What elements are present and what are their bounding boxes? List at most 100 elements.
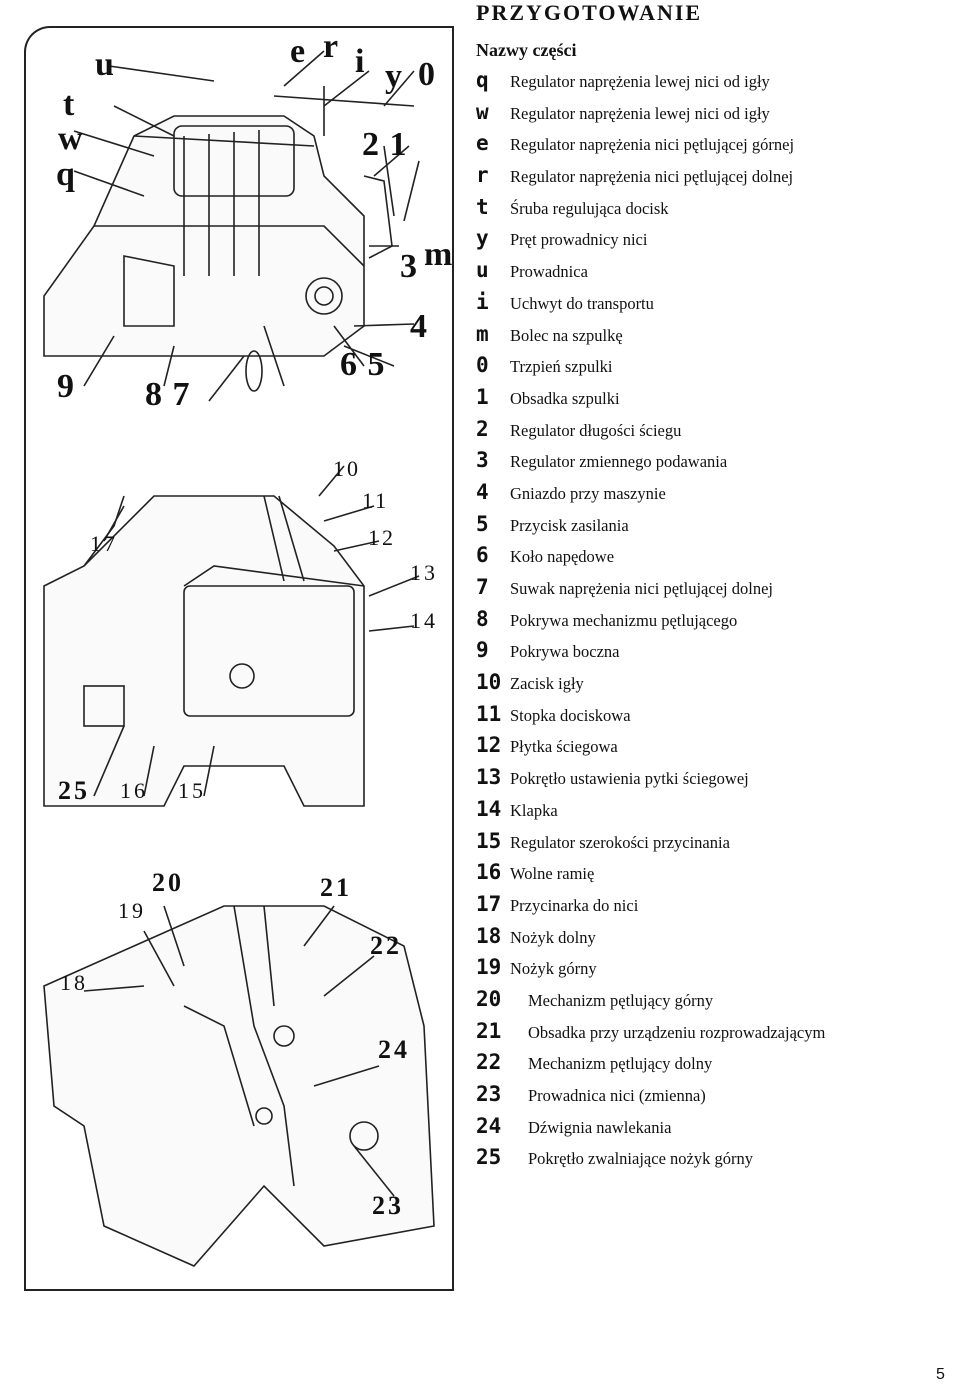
callout-y: y [385,58,403,95]
callout-20: 20 [152,868,184,897]
part-marker: 8 [476,606,489,631]
part-name: Regulator długości ściegu [510,420,682,440]
part-marker: 16 [476,860,502,885]
callout-4: 4 [410,308,428,345]
part-marker: 14 [476,796,502,821]
part-marker: 5 [476,511,489,536]
callout-14: 14 [410,608,438,633]
part-marker: 13 [476,765,502,790]
callout-12: 12 [368,525,396,550]
callout-r: r [323,28,340,65]
part-marker: w [476,99,489,124]
part-marker: 3 [476,448,489,473]
part-marker: 15 [476,828,502,853]
part-name: Prowadnica nici (zmienna) [528,1086,706,1105]
callout-22: 22 [370,931,402,960]
list-item: 12 Płytka ściegowa [476,733,956,765]
part-marker: 12 [476,733,502,758]
part-name: Nożyk górny [510,959,597,979]
part-name: Prowadnica [510,262,588,282]
part-marker: 23 [476,1082,502,1106]
list-item: 5 Przycisk zasilania [476,512,956,544]
part-name: Suwak naprężenia nici pętlującej dolnej [510,579,773,598]
part-name: Gniazdo przy maszynie [510,483,666,503]
part-name: Pokrywa boczna [510,642,620,662]
part-name: Nożyk dolny [510,927,596,947]
part-name: Obsadka przy urządzeniu rozprowadzającym [528,1022,826,1042]
list-item: 23 Prowadnica nici (zmienna) [476,1082,956,1114]
callout-w: w [58,120,84,157]
part-name: Pokrętło zwalniające nożyk górny [528,1149,753,1169]
part-name: Wolne ramię [510,864,595,884]
part-marker: 6 [476,543,489,568]
part-marker: 11 [476,701,502,726]
part-marker: 7 [476,575,489,599]
list-item: 8 Pokrywa mechanizmu pętlującego [476,607,956,639]
part-name: Płytka ściegowa [510,737,618,757]
part-name: Przycisk zasilania [510,515,629,535]
callout-19: 19 [118,898,146,923]
callout-0: 0 [418,56,436,93]
callout-21: 21 [320,873,352,902]
callout-q: q [56,156,76,193]
part-name: Przycinarka do nici [510,895,639,915]
callout-13: 13 [410,560,438,585]
part-marker: 4 [476,479,489,504]
callout-25: 25 [58,776,90,805]
part-marker: 10 [476,670,502,695]
part-name: Zacisk igły [510,674,584,694]
list-item: q Regulator naprężenia lewej nici od igły [476,68,956,100]
part-marker: e [476,131,489,156]
frame-right-rule [452,26,454,1291]
part-marker: 22 [476,1050,502,1075]
part-name: Regulator naprężenia lewej nici od igły [510,72,770,91]
part-name: Koło napędowe [510,547,615,567]
part-name: Bolec na szpulkę [510,325,623,345]
part-name: Regulator zmiennego podawania [510,452,728,472]
part-marker: 18 [476,923,502,948]
callout-t: t [63,86,76,123]
list-item: 2 Regulator długości ściegu [476,417,956,449]
part-marker: 17 [476,891,502,916]
part-marker: 20 [476,986,502,1011]
part-name: Pokrywa mechanizmu pętlującego [510,610,738,630]
part-name: Mechanizm pętlujący dolny [528,1054,713,1074]
part-marker: 2 [476,416,489,441]
list-item: 6 Koło napędowe [476,543,956,575]
callout-u: u [95,46,115,83]
callout-6-5: 6 5 [340,346,386,383]
part-marker: q [476,68,489,92]
part-marker: y [476,226,489,251]
part-marker: 1 [476,384,489,409]
list-item: 3 Regulator zmiennego podawania [476,448,956,480]
list-item: 7 Suwak naprężenia nici pętlującej dolnej [476,575,956,607]
part-name: Regulator naprężenia lewej nici od igły [510,103,770,123]
part-marker: u [476,258,489,283]
callout-3: 3 [400,248,418,285]
section-heading: PRZYGOTOWANIE [476,0,703,25]
list-item: 25 Pokrętło zwalniające nożyk górny [476,1145,956,1177]
list-item: 18 Nożyk dolny [476,924,956,956]
list-item: 17 Przycinarka do nici [476,892,956,924]
part-marker: 25 [476,1145,502,1170]
callout-m: m [424,236,454,273]
page-number: 5 [936,1366,945,1383]
list-item: u Prowadnica [476,258,956,290]
part-marker: 21 [476,1018,502,1043]
